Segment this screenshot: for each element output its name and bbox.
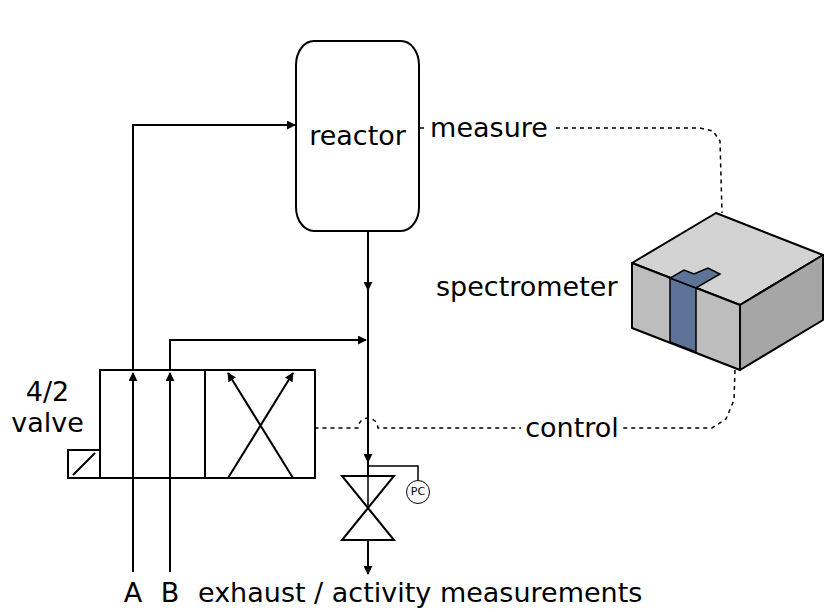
feed-line [133,125,295,370]
valve-unit: 4/2 valve [0,370,315,478]
outlet-line [367,232,369,290]
spectrometer-side [740,255,823,370]
unit-name: 4/2 valve [0,376,95,438]
signal-label: measure [426,113,552,143]
unit-name: spectrometer [436,271,826,302]
crossed-flow-arrow [228,373,293,478]
gas-line [169,373,171,572]
outlet-line [367,288,369,462]
spectrometer-window [670,278,696,352]
valve-position-box [205,370,315,478]
crossed-flow-arrow [228,373,293,478]
valve-position-box [100,370,205,478]
spectrometer-window [670,268,720,288]
control-valve-symbol [342,508,394,540]
solenoid-symbol [73,453,95,475]
signal-label: control [521,413,623,443]
solenoid-symbol [68,450,100,478]
inlet-name: A [124,578,142,608]
inlet-name: B [161,578,180,608]
pressure-controller: PC [406,480,430,504]
outlet-note: exhaust / activity measurements [198,578,642,608]
unit-name: reactor [309,120,406,151]
spectrometer-unit: spectrometer [416,213,826,370]
exhaust-line [367,540,369,574]
reactor-vessel: reactor [295,40,420,232]
spectrometer-front [632,263,740,370]
controller-tag: PC [411,486,425,499]
vessel-outline [296,41,419,231]
gas-line [132,373,134,572]
bypass-line [170,340,366,370]
